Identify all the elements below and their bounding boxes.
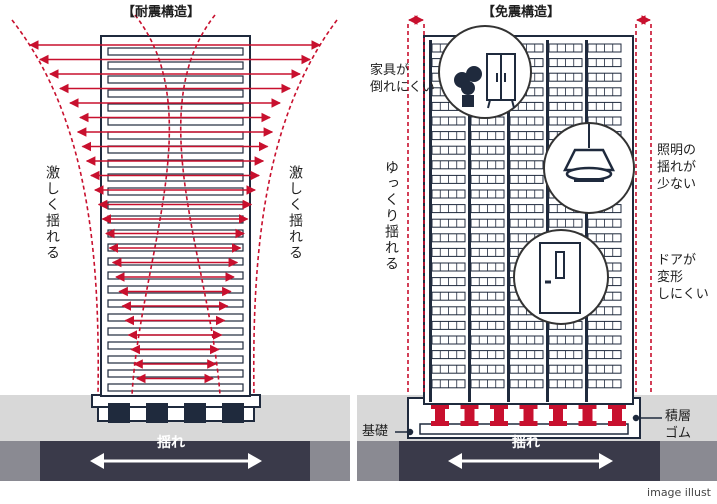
rubber-label-line-1: 積層 [665,409,692,424]
taishin-right-label: 激しく揺れる [287,165,303,261]
image-credit: image illust [647,486,711,499]
floor-slab [107,187,244,196]
furniture-callout [438,25,532,119]
menshin-guide-lines [407,24,652,395]
door-callout [513,229,609,325]
column-line [429,40,432,402]
floor-slab [107,131,244,140]
taishin-shake-arrow [90,453,262,469]
rubber-bearing [578,404,597,426]
rubber-bearing [549,404,567,426]
rubber-bearing [519,404,538,426]
light-label-line-3: 少ない [657,177,697,192]
floor-slab [107,47,244,56]
furniture-label: 家具が 倒れにくい [370,62,435,96]
rubber-label: 積層 ゴム [665,408,691,442]
floor-slab [107,61,244,70]
rubber-bearing [490,404,508,426]
menshin-shake-label: 揺れ [512,435,540,451]
pendant-light-icon [562,124,616,182]
door-label-line-2: 変形 [657,270,684,285]
floor-slab [107,75,244,84]
column-line [507,40,510,402]
taishin-title: 【耐震構造】 [122,5,201,20]
floor-slab [107,355,244,364]
taishin-foundation [91,394,261,423]
rubber-bearing [608,404,626,426]
door-label: ドアが 変形 しにくい [657,252,709,303]
floor-slab [107,369,244,378]
floor-slab [107,327,244,336]
floor-slab [107,271,244,280]
menshin-shake-arrow [448,453,613,469]
plant-icon [454,66,482,107]
taishin-left-label: 激しく揺れる [44,165,60,261]
rubber-bearing [460,404,479,426]
foundation-label: 基礎 [362,424,389,439]
floor-slab [107,341,244,350]
door-icon [539,242,581,314]
menshin-title: 【免震構造】 [482,5,561,20]
floor-slab [107,383,244,392]
column-line [546,40,549,402]
menshin-rubber-bearings [431,404,626,426]
floor-slab [107,257,244,266]
rubber-label-line-2: ゴム [665,426,692,441]
floor-slab [107,103,244,112]
floor-slab [107,89,244,98]
floor-slab [107,201,244,210]
light-label: 照明の 揺れが 少ない [657,142,696,193]
taishin-building [100,35,251,397]
floor-slab [107,117,244,126]
light-callout [543,122,635,214]
rubber-bearing [431,404,449,426]
taishin-sway-arrows [29,40,321,384]
light-label-line-2: 揺れが [657,160,697,175]
door-label-line-3: しにくい [657,287,709,302]
light-label-line-1: 照明の [657,143,697,158]
leader-lines [395,414,662,436]
wardrobe-icon [486,53,516,109]
column-line [585,40,588,402]
menshin-slow-label: ゆっくり揺れる [383,160,399,272]
furniture-label-line-2: 倒れにくい [370,80,435,95]
column-line [468,40,471,402]
taishin-shake-label: 揺れ [157,435,185,451]
door-label-line-1: ドアが [657,253,697,268]
furniture-label-line-1: 家具が [370,63,410,78]
